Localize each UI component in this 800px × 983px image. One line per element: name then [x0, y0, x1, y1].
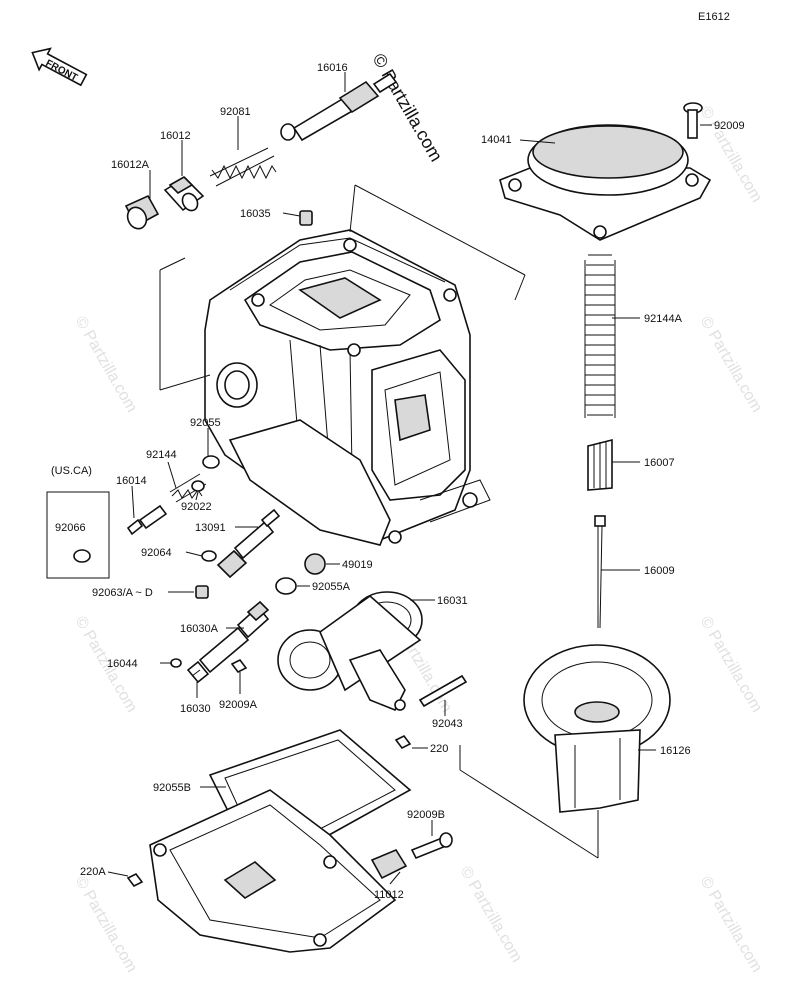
label-49019: 49019 [342, 559, 373, 571]
part-16012-nut [163, 176, 205, 212]
watermark-text: © Partzilla.com [697, 314, 766, 416]
right-reference-lines [459, 745, 599, 859]
body-reference-lines [159, 184, 526, 391]
part-16030A-plunger [198, 600, 270, 674]
leader-lines [107, 72, 712, 885]
watermark-text-dark: © Partzilla.com [369, 50, 447, 165]
label-16035: 16035 [240, 208, 271, 220]
label-16044: 16044 [107, 658, 138, 670]
label-14041: 14041 [481, 134, 512, 146]
part-49019-ball [304, 553, 326, 575]
label-16014: 16014 [116, 475, 147, 487]
part-16009-jet-needle [594, 515, 606, 629]
label-13091: 13091 [195, 522, 226, 534]
part-92144A-spring [584, 254, 616, 418]
part-16016-needle-jet [280, 72, 398, 142]
front-arrow-icon: FRONT [31, 47, 88, 87]
part-labels: 16016 92081 16012 16012A 16035 14041 920… [51, 62, 745, 901]
label-16031: 16031 [437, 595, 468, 607]
part-92009-screw [683, 102, 703, 139]
label-16007: 16007 [644, 457, 675, 469]
watermark-text: © Partzilla.com [72, 314, 141, 416]
part-220-screw [394, 734, 412, 750]
part-92081-spring [209, 147, 277, 187]
part-11012-plug [370, 849, 408, 880]
part-16031-holder [277, 591, 423, 712]
label-16030: 16030 [180, 703, 211, 715]
part-16007-holder [587, 438, 613, 491]
label-92022: 92022 [181, 501, 212, 513]
label-92055A: 92055A [312, 581, 351, 593]
label-us-ca: (US.CA) [51, 465, 92, 477]
label-16012A: 16012A [111, 159, 150, 171]
label-92009: 92009 [714, 120, 745, 132]
label-11012: 11012 [374, 889, 404, 901]
label-92055B: 92055B [153, 782, 191, 794]
label-92063: 92063/A ~ D [92, 587, 153, 599]
label-16126: 16126 [660, 745, 691, 757]
part-92009B-screw [410, 832, 453, 860]
part-220A-screw [126, 872, 144, 888]
label-92009A: 92009A [219, 699, 258, 711]
part-92022-washer [191, 480, 205, 492]
label-92081: 92081 [220, 106, 251, 118]
part-13091-jet [216, 508, 281, 579]
watermark-text: © Partzilla.com [697, 874, 766, 976]
part-16030-valve [186, 660, 210, 684]
label-92144: 92144 [146, 449, 177, 461]
watermark-text: © Partzilla.com [457, 864, 526, 966]
label-92066: 92066 [55, 522, 86, 534]
part-92009A-screw [230, 658, 248, 674]
label-92144A: 92144A [644, 313, 683, 325]
part-92063-jet [195, 585, 209, 599]
part-16044-clip [170, 658, 182, 668]
label-16016: 16016 [317, 62, 348, 74]
label-16012: 16012 [160, 130, 191, 142]
label-220A: 220A [80, 866, 106, 878]
part-92064-oring [201, 550, 217, 562]
part-92055A-oring [275, 577, 297, 595]
label-16009: 16009 [644, 565, 675, 577]
part-16012A-cap [124, 194, 160, 230]
part-16126-diaphragm-piston [523, 644, 671, 813]
carburetor-body [204, 229, 491, 546]
diagram-code: E1612 [698, 11, 730, 23]
part-16035-screw [299, 210, 313, 226]
part-92055-oring [202, 455, 220, 469]
watermark-text: © Partzilla.com [697, 104, 766, 206]
label-92055: 92055 [190, 417, 221, 429]
part-16014-screw [126, 504, 168, 536]
label-92009B: 92009B [407, 809, 445, 821]
label-16030A: 16030A [180, 623, 219, 635]
region-box [46, 491, 110, 579]
watermark-text: © Partzilla.com [72, 874, 141, 976]
label-92043: 92043 [432, 718, 463, 730]
float-bowl [149, 789, 397, 953]
part-92043-pin [418, 674, 468, 708]
watermark-text: © Partzilla.com [697, 614, 766, 716]
label-92064: 92064 [141, 547, 172, 559]
label-220: 220 [430, 743, 448, 755]
part-14041-top-cover [499, 124, 712, 241]
